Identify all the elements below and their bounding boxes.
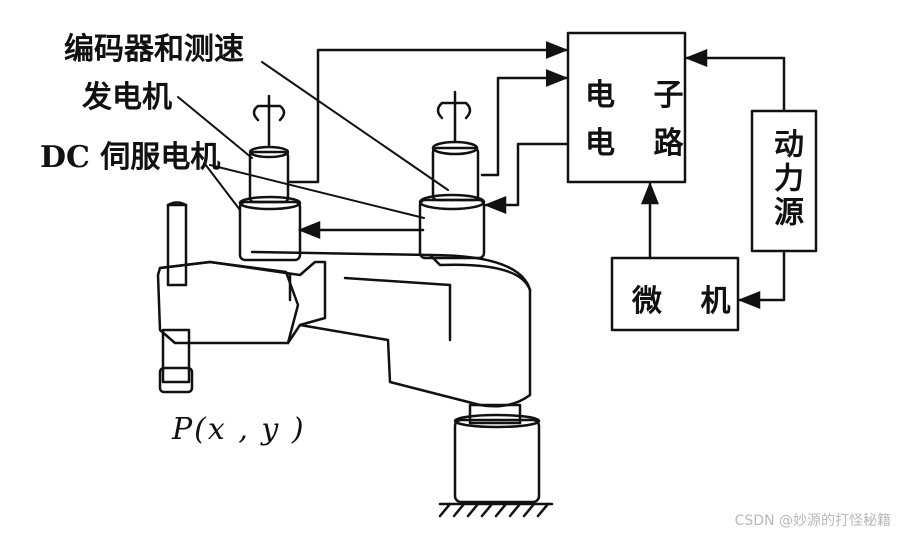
microcomputer-label: 微 机: [632, 284, 745, 319]
robot-base: [438, 403, 554, 518]
power-source-label: 动力源: [768, 128, 803, 230]
encoder-label: 编码器和测速: [64, 32, 244, 67]
signal-lines: [288, 41, 786, 309]
right-motor: [418, 90, 486, 260]
left-motor: [238, 94, 302, 262]
generator-label: 发电机: [82, 80, 172, 115]
dc-servo-label: DC 伺服电机: [40, 140, 221, 175]
label-leader-lines: [177, 61, 449, 219]
watermark: CSDN @妙源的打怪秘籍: [734, 513, 891, 529]
end-point-label: P(x , y ): [172, 412, 306, 447]
electronic-circuit-label-line2: 电 路: [585, 126, 698, 161]
electronic-circuit-label-line1: 电 子: [585, 78, 698, 113]
gripper-shaft: [158, 201, 194, 394]
electronic-circuit-box: [566, 31, 687, 184]
